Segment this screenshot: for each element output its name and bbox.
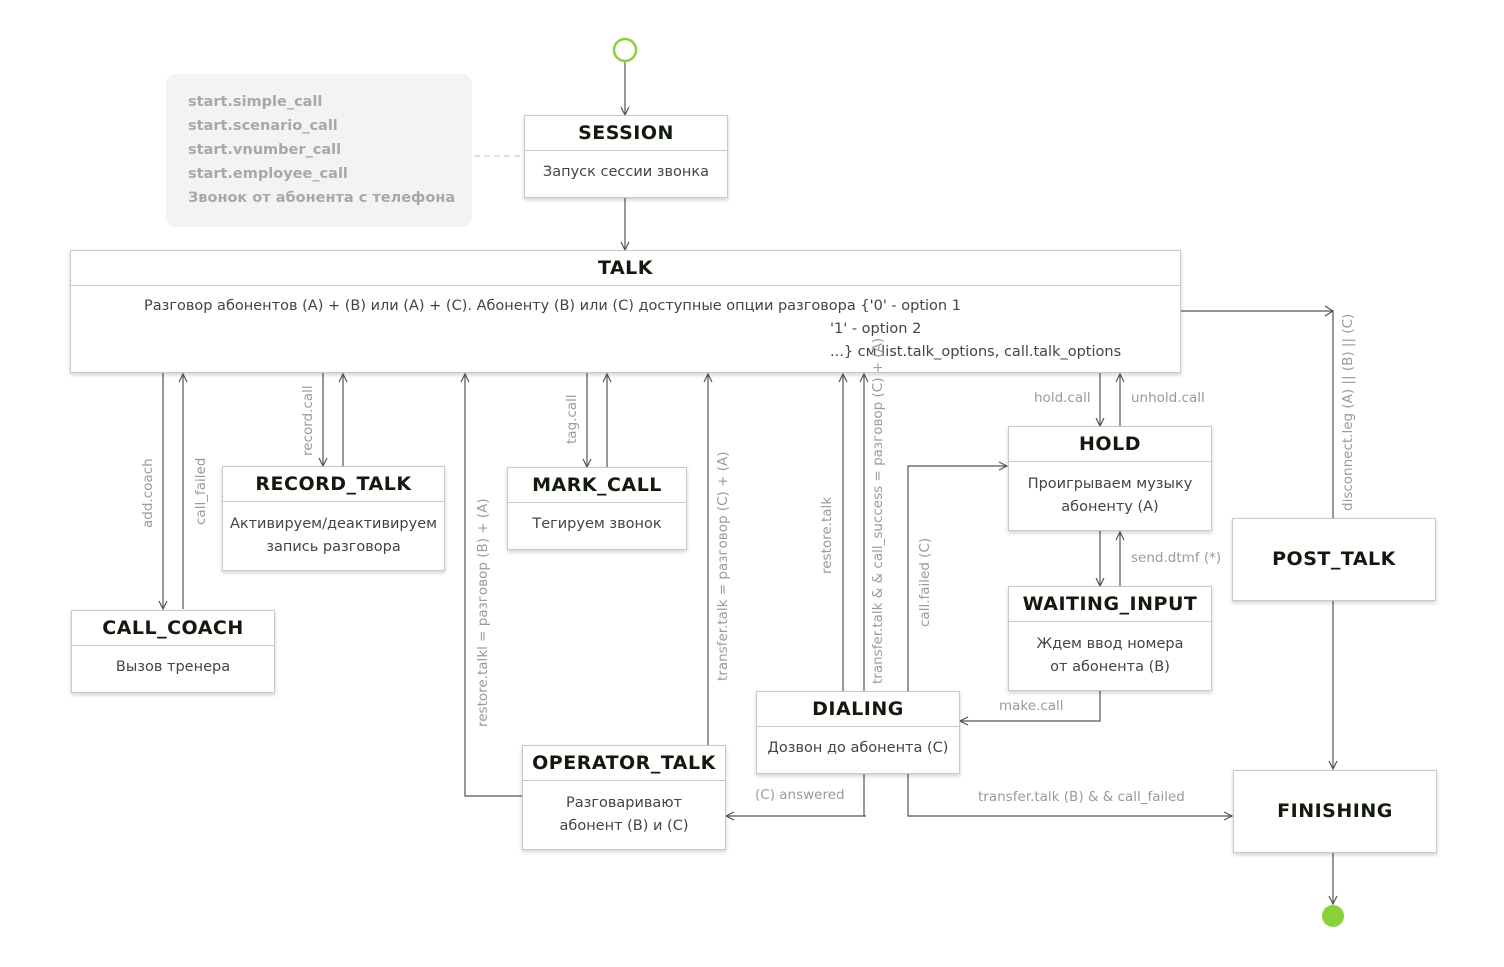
state-title: FINISHING <box>1277 800 1393 822</box>
state-session: SESSION Запуск сессии звонка <box>524 115 728 198</box>
edge-restore-talkl <box>465 374 522 797</box>
state-hold: HOLD Проигрываем музыку абоненту (А) <box>1008 426 1212 531</box>
label-record-call: record.call <box>300 385 316 456</box>
state-record-talk: RECORD_TALK Активируем/деактивируем запи… <box>222 466 445 571</box>
state-title: CALL_COACH <box>72 611 274 646</box>
label-hold-call: hold.call <box>1034 390 1091 406</box>
label-make-call: make.call <box>999 698 1064 714</box>
state-desc: Дозвон до абонента (С) <box>767 740 949 756</box>
state-title: TALK <box>71 251 1180 286</box>
talk-desc-line1: Разговор абонентов (А) + (В) или (А) + (… <box>144 298 961 314</box>
edge-transfer-b-failed <box>907 773 1232 816</box>
state-desc: Активируем/деактивируем запись разговора <box>229 516 438 555</box>
state-desc: Вызов тренера <box>115 659 231 675</box>
label-unhold-call: unhold.call <box>1131 390 1205 406</box>
label-disconnect-leg: disconnect.leg (A) || (B) || (C) <box>1340 313 1356 511</box>
state-title: WAITING_INPUT <box>1009 587 1211 622</box>
end-node <box>1322 905 1344 927</box>
note-line: start.employee_call <box>188 166 348 182</box>
state-title: MARK_CALL <box>508 468 686 503</box>
label-transfer-talk-b-failed: transfer.talk (B) & & call_failed <box>978 789 1185 805</box>
entry-points-note: start.simple_call start.scenario_call st… <box>166 74 472 227</box>
state-call-coach: CALL_COACH Вызов тренера <box>71 610 275 693</box>
note-line: start.vnumber_call <box>188 142 342 158</box>
state-dialing: DIALING Дозвон до абонента (С) <box>756 691 960 774</box>
label-transfer-talk-c: transfer.talk = разговор (С) + (А) <box>715 451 731 681</box>
talk-desc-line3: ...} см list.talk_options, call.talk_opt… <box>830 344 1122 360</box>
state-operator-talk: OPERATOR_TALK Разговаривают абонент (В) … <box>522 745 726 850</box>
edge-call-failed-c <box>907 466 1007 691</box>
state-title: HOLD <box>1009 427 1211 462</box>
state-title: DIALING <box>757 692 959 727</box>
state-talk: TALK <box>70 250 1181 373</box>
state-title: OPERATOR_TALK <box>523 746 725 781</box>
note-line: Звонок от абонента с телефона <box>188 190 456 206</box>
state-title: POST_TALK <box>1272 548 1396 570</box>
state-desc: Разговаривают абонент (В) и (С) <box>559 795 689 834</box>
state-title: SESSION <box>525 116 727 151</box>
start-node <box>612 37 638 63</box>
label-c-answered: (С) answered <box>755 787 845 803</box>
label-tag-call: tag.call <box>564 394 580 444</box>
state-desc: Проигрываем музыку абоненту (А) <box>1027 476 1193 515</box>
label-call-failed-c: call.failed (С) <box>917 537 933 627</box>
state-post-talk: POST_TALK <box>1232 518 1436 601</box>
label-call-failed: call_failed <box>193 457 209 525</box>
label-restore-talk: restore.talk <box>819 496 835 574</box>
label-transfer-talk-success: transfer.talk & & call_success = разгово… <box>870 337 886 684</box>
label-send-dtmf: send.dtmf (*) <box>1131 550 1222 566</box>
state-desc: Ждем ввод номера от абонента (В) <box>1036 636 1184 675</box>
state-desc: Тегируем звонок <box>532 516 662 532</box>
state-mark-call: MARK_CALL Тегируем звонок <box>507 467 687 550</box>
talk-desc-line2: '1' - option 2 <box>830 321 922 337</box>
state-title: RECORD_TALK <box>223 467 444 502</box>
label-add-coach: add.coach <box>140 458 156 528</box>
state-waiting-input: WAITING_INPUT Ждем ввод номера от абонен… <box>1008 586 1212 691</box>
state-finishing: FINISHING <box>1233 770 1437 853</box>
note-line: start.simple_call <box>188 94 323 110</box>
edge-make-call <box>960 691 1101 721</box>
state-desc: Запуск сессии звонка <box>542 164 710 180</box>
note-line: start.scenario_call <box>188 118 338 134</box>
label-restore-talkl: restore.talkl = разговор (В) + (А) <box>475 498 491 727</box>
